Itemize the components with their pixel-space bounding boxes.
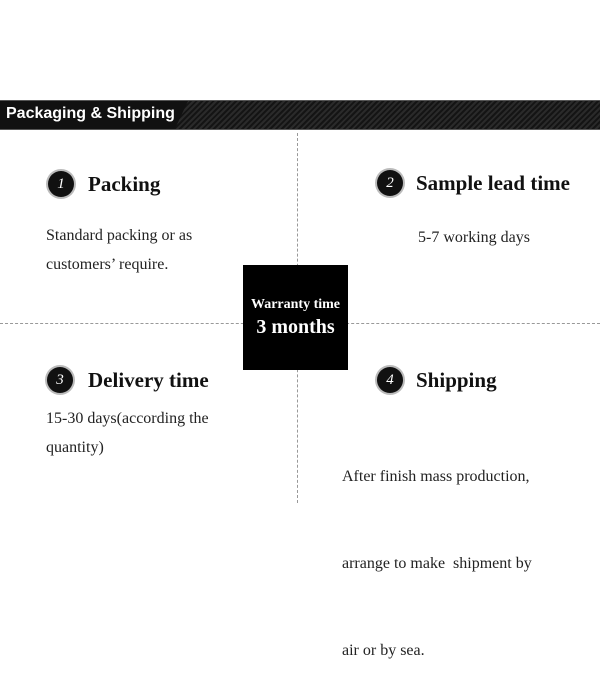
section-header-bar: Packaging & Shipping — [0, 100, 600, 130]
number-badge-3: 3 — [47, 367, 73, 393]
sample-lead-time-title: Sample lead time — [416, 171, 570, 195]
packing-line-2: customers’ require. — [46, 256, 169, 273]
number-badge-1: 1 — [48, 171, 74, 197]
packing-title: Packing — [88, 172, 161, 196]
shipping-line-2: arrange to make shipment by — [342, 555, 532, 572]
header-tab — [0, 101, 188, 129]
warranty-value: 3 months — [256, 316, 335, 338]
number-badge-2: 2 — [377, 170, 403, 196]
section-header-title: Packaging & Shipping — [6, 105, 175, 122]
number-badge-4: 4 — [377, 367, 403, 393]
packing-line-1: Standard packing or as — [46, 227, 193, 244]
warranty-box: Warranty time 3 months — [243, 265, 348, 370]
sample-lead-time-description: 5-7 working days — [418, 223, 588, 252]
sample-lead-time-line-1: 5-7 working days — [418, 229, 530, 246]
shipping-line-3: air or by sea. — [342, 642, 425, 659]
delivery-time-description: 15-30 days(according the quantity) — [46, 404, 286, 462]
delivery-time-line-1: 15-30 days(according the — [46, 410, 209, 427]
delivery-time-line-2: quantity) — [46, 439, 104, 456]
shipping-description: After finish mass production, arrange to… — [342, 404, 592, 694]
delivery-time-title: Delivery time — [88, 368, 209, 392]
shipping-title: Shipping — [416, 368, 497, 392]
packing-description: Standard packing or as customers’ requir… — [46, 221, 286, 279]
shipping-line-1: After finish mass production, — [342, 468, 530, 485]
warranty-label: Warranty time — [250, 297, 341, 312]
